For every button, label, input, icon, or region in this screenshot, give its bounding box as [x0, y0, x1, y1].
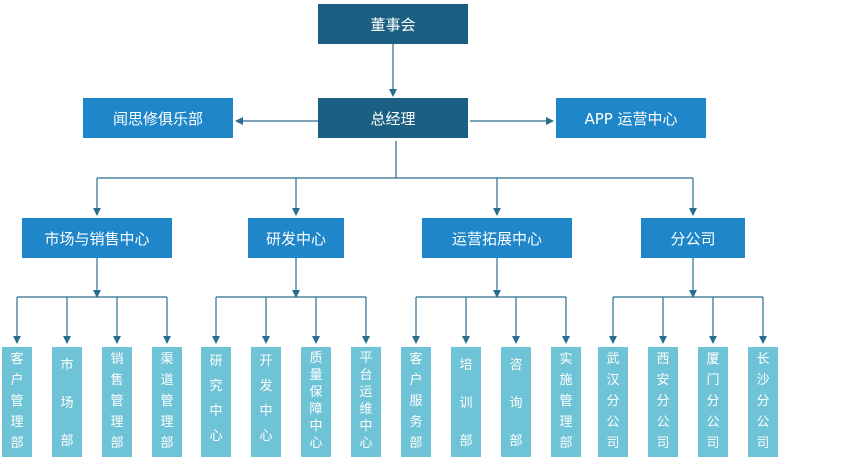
dept-label-2-0: 客户服务部 — [409, 352, 423, 451]
dept-box-1-1: 开发中心 — [251, 347, 281, 457]
dept-box-2-3: 实施管理部 — [551, 347, 581, 457]
center-label-3: 分公司 — [670, 229, 716, 248]
app-center-box: APP 运营中心 — [556, 98, 706, 138]
dept-label-1-2: 质量保障中心 — [309, 351, 323, 451]
board-box: 董事会 — [318, 4, 468, 44]
club-box: 闻思修俱乐部 — [83, 98, 233, 138]
dept-label-3-3: 长沙分公司 — [756, 352, 770, 451]
dept-box-0-1: 市场部 — [52, 347, 82, 457]
center-label-2: 运营拓展中心 — [451, 229, 542, 248]
app-center-label: APP 运营中心 — [584, 109, 678, 128]
dept-box-3-1: 西安分公司 — [648, 347, 678, 457]
center-box-2: 运营拓展中心 — [422, 218, 572, 258]
dept-label-0-3: 渠道管理部 — [160, 352, 174, 451]
dept-box-3-2: 厦门分公司 — [698, 347, 728, 457]
dept-box-3-3: 长沙分公司 — [748, 347, 778, 457]
center-box-0: 市场与销售中心 — [22, 218, 172, 258]
center-box-1: 研发中心 — [248, 218, 344, 258]
dept-label-3-2: 厦门分公司 — [706, 352, 720, 451]
dept-box-1-2: 质量保障中心 — [301, 347, 331, 457]
dept-label-1-3: 平台运维中心 — [359, 351, 373, 451]
dept-label-2-2: 咨询部 — [509, 358, 523, 449]
dept-box-1-0: 研究中心 — [201, 347, 231, 457]
general-manager-box: 总经理 — [318, 98, 468, 138]
dept-box-2-1: 培训部 — [451, 347, 481, 457]
dept-label-0-0: 客户管理部 — [10, 352, 24, 451]
dept-box-1-3: 平台运维中心 — [351, 347, 381, 457]
dept-box-0-0: 客户管理部 — [2, 347, 32, 457]
dept-box-2-2: 咨询部 — [501, 347, 531, 457]
dept-label-1-1: 开发中心 — [259, 354, 273, 444]
general-manager-label: 总经理 — [370, 109, 416, 128]
center-label-1: 研发中心 — [265, 229, 326, 248]
club-label: 闻思修俱乐部 — [112, 109, 203, 128]
center-box-3: 分公司 — [641, 218, 745, 258]
dept-box-0-3: 渠道管理部 — [152, 347, 182, 457]
dept-box-3-0: 武汉分公司 — [598, 347, 628, 457]
board-label: 董事会 — [370, 15, 416, 34]
dept-label-2-1: 培训部 — [459, 358, 473, 449]
dept-label-0-2: 销售管理部 — [110, 352, 124, 451]
dept-label-0-1: 市场部 — [60, 358, 74, 449]
dept-box-2-0: 客户服务部 — [401, 347, 431, 457]
dept-label-1-0: 研究中心 — [209, 354, 223, 444]
dept-label-2-3: 实施管理部 — [559, 352, 573, 451]
dept-label-3-1: 西安分公司 — [656, 352, 670, 451]
dept-label-3-0: 武汉分公司 — [606, 352, 620, 451]
center-label-0: 市场与销售中心 — [44, 229, 150, 248]
dept-box-0-2: 销售管理部 — [102, 347, 132, 457]
